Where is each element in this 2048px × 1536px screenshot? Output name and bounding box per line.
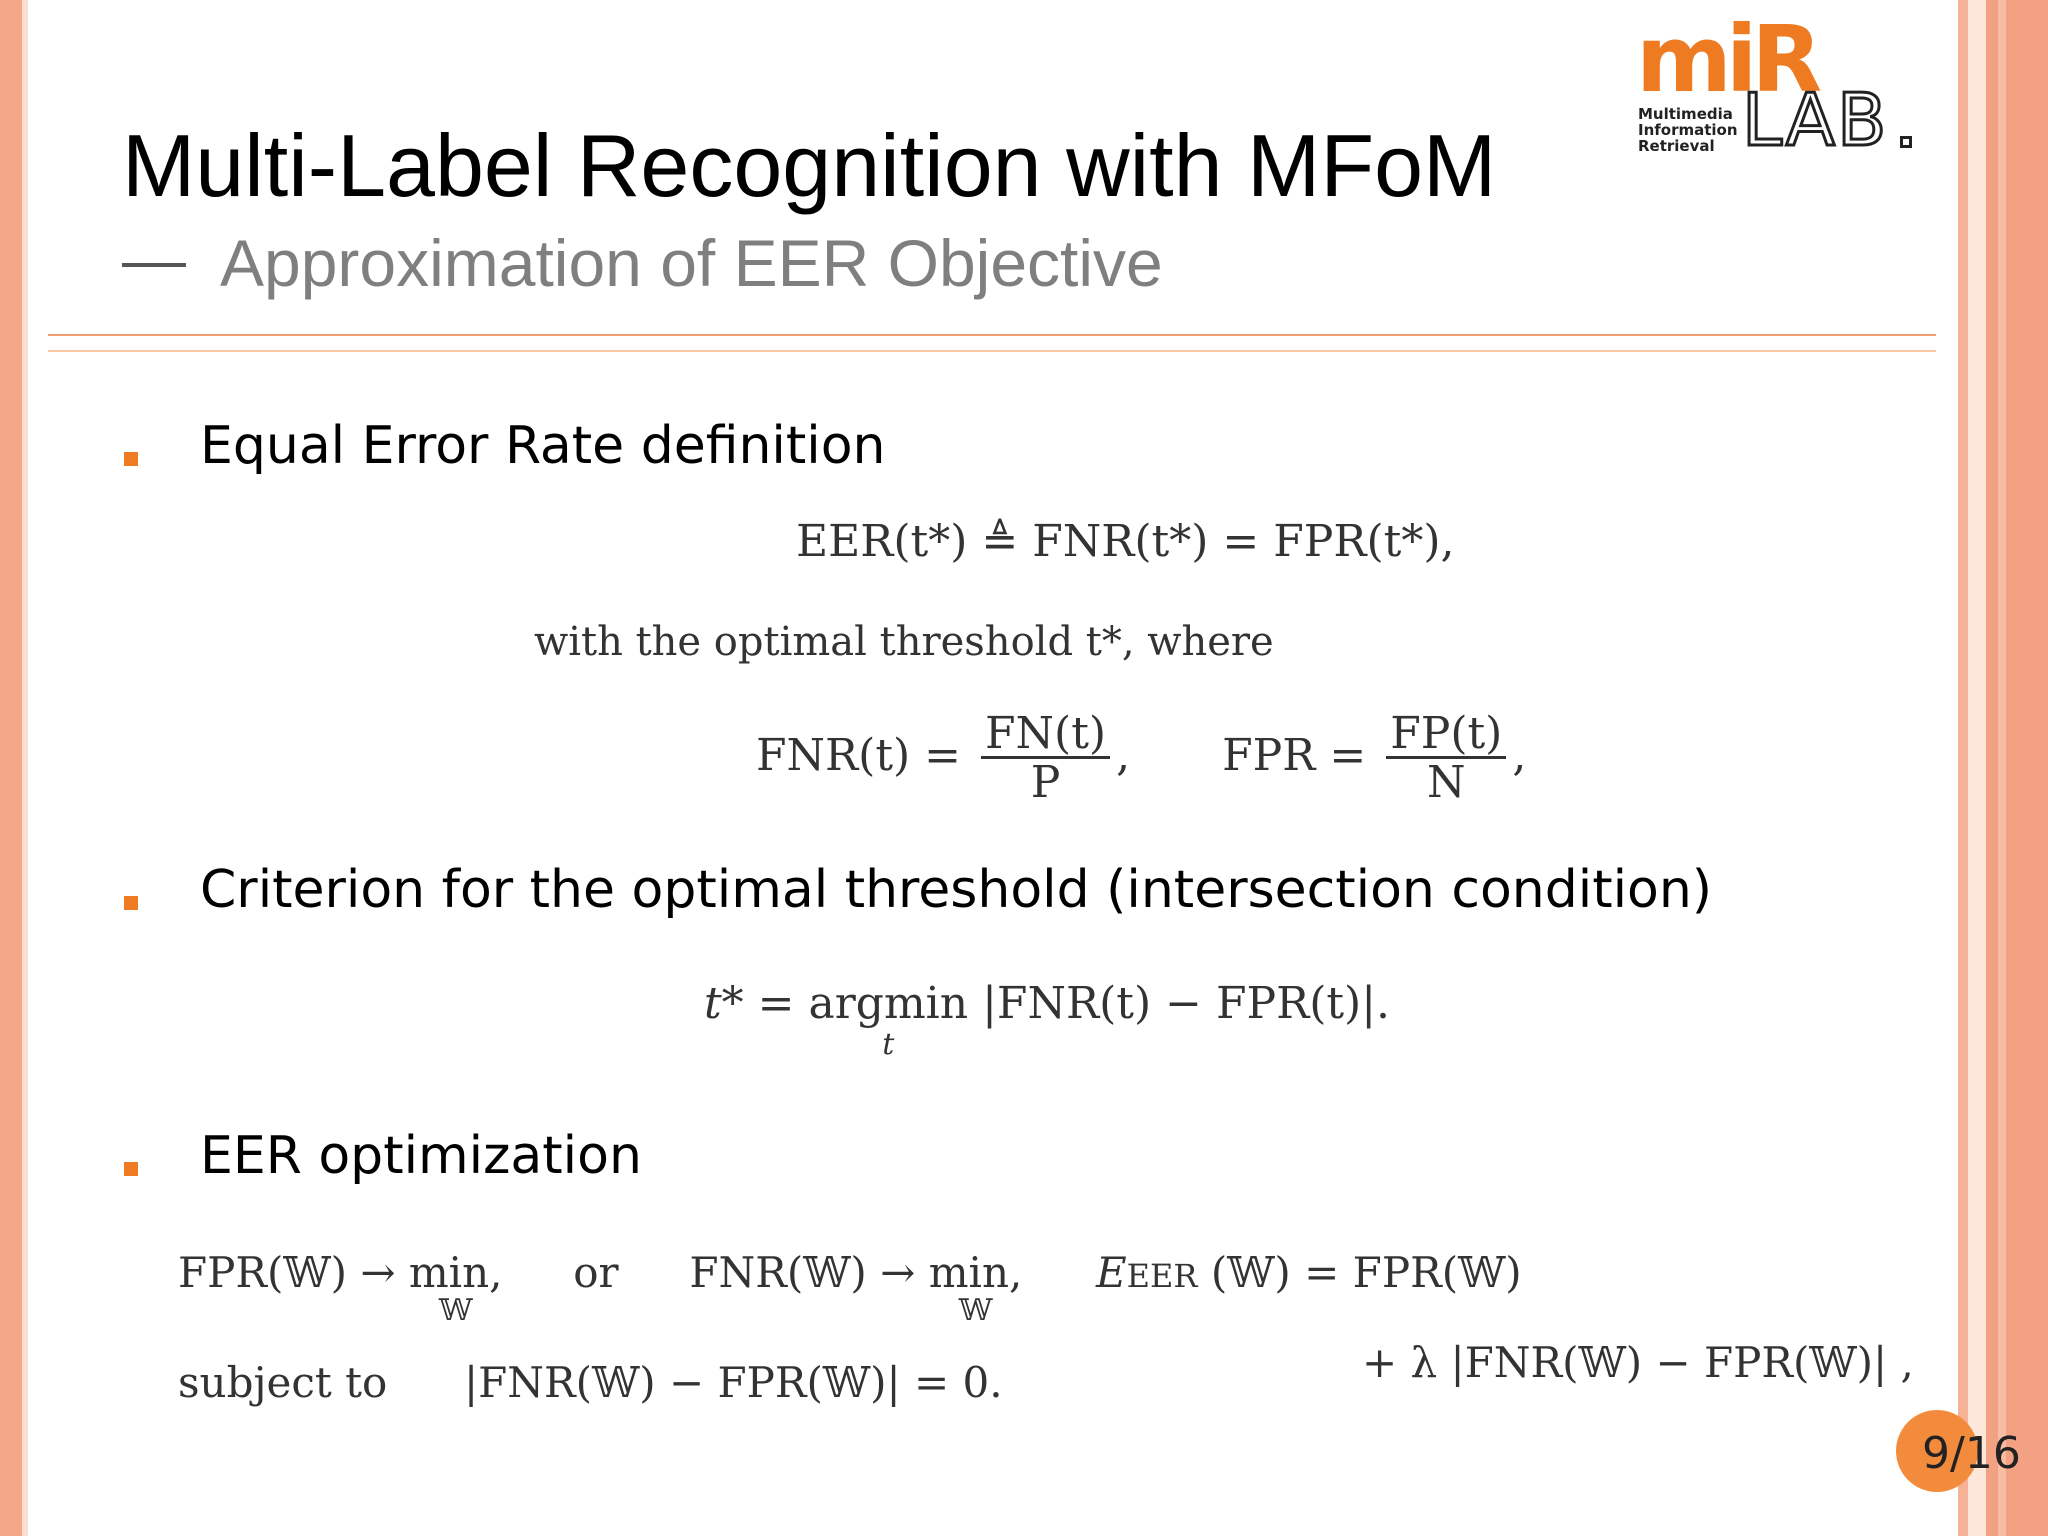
subject-to-text: subject to bbox=[178, 1358, 388, 1407]
bullet-marker bbox=[124, 1162, 138, 1176]
bullet-marker bbox=[124, 896, 138, 910]
optimization-constraint: subject to |FNR(𝕎) − FPR(𝕎)| = 0. bbox=[178, 1358, 1003, 1407]
fpr-lhs: FPR = bbox=[1222, 730, 1367, 781]
fpr-denominator: N bbox=[1427, 757, 1466, 808]
title-divider-light bbox=[48, 350, 1936, 352]
mirlab-logo: miR LAB Multimedia Information Retrieval bbox=[1634, 14, 1924, 162]
fpr-numerator: FP(t) bbox=[1386, 712, 1507, 759]
eer-optimization-problem: FPR(𝕎) → min, 𝕎 or FNR(𝕎) → min, 𝕎 bbox=[178, 1248, 1023, 1328]
slide-subtitle: Approximation of EER Objective bbox=[122, 230, 1163, 296]
bullet-text: Criterion for the optimal threshold (int… bbox=[200, 860, 1713, 920]
right-border-stripe bbox=[1986, 0, 2048, 1536]
or-text: or bbox=[573, 1248, 619, 1297]
right-border-stripe bbox=[1958, 0, 1968, 1536]
min-operator: min, 𝕎 bbox=[408, 1248, 503, 1328]
fnr-denominator: P bbox=[1030, 757, 1061, 808]
threshold-note: with the optimal threshold t*, where bbox=[534, 619, 1274, 665]
right-border-stripe bbox=[1968, 0, 1986, 1536]
logo-mir-text: miR bbox=[1636, 6, 1822, 113]
criterion-lhs: t* = bbox=[704, 978, 809, 1029]
eer-objective-equation: EEER (𝕎) = FPR(𝕎) bbox=[1096, 1248, 1522, 1297]
page-number-badge bbox=[1896, 1410, 1978, 1492]
fnr-fraction: FN(t) P bbox=[981, 712, 1111, 808]
bullet-text: EER optimization bbox=[200, 1126, 642, 1186]
logo-subtitle-line: Information bbox=[1638, 121, 1738, 139]
min-operator: min, 𝕎 bbox=[928, 1248, 1023, 1328]
title-divider bbox=[48, 334, 1936, 336]
logo-subtitle-line: Retrieval bbox=[1638, 137, 1715, 155]
eer-definition-equation: EER(t*) ≜ FNR(t*) = FPR(t*), bbox=[796, 516, 1455, 567]
slide-title: Multi-Label Recognition with MFoM bbox=[122, 116, 1497, 215]
bullet-marker bbox=[124, 452, 138, 466]
fnr-numerator: FN(t) bbox=[981, 712, 1111, 759]
subtitle-dash bbox=[122, 262, 186, 267]
bullet-text: Equal Error Rate definition bbox=[200, 416, 886, 476]
page-number: 9/16 bbox=[1922, 1428, 2021, 1479]
rate-definitions: FNR(t) = FN(t) P , FPR = FP(t) N , bbox=[756, 708, 1527, 808]
threshold-criterion-equation: t* = argmin t |FNR(t) − FPR(t)|. bbox=[704, 982, 1390, 1060]
eer-objective-penalty: + λ |FNR(𝕎) − FPR(𝕎)| , bbox=[1362, 1338, 1914, 1387]
argmin-operator: argmin t bbox=[808, 978, 969, 1062]
left-border bbox=[0, 0, 22, 1536]
right-border-stripe bbox=[1998, 0, 2006, 1536]
logo-lab-text: LAB bbox=[1740, 78, 1889, 162]
logo-subtitle: Multimedia Information Retrieval bbox=[1638, 106, 1738, 154]
logo-square-icon bbox=[1900, 136, 1912, 148]
criterion-rhs: |FNR(t) − FPR(t)|. bbox=[982, 978, 1391, 1029]
subtitle-text: Approximation of EER Objective bbox=[220, 226, 1163, 300]
fnr-lhs: FNR(t) = bbox=[756, 730, 962, 781]
logo-subtitle-line: Multimedia bbox=[1638, 105, 1733, 123]
left-border-inner bbox=[22, 0, 28, 1536]
fpr-fraction: FP(t) N bbox=[1386, 712, 1507, 808]
